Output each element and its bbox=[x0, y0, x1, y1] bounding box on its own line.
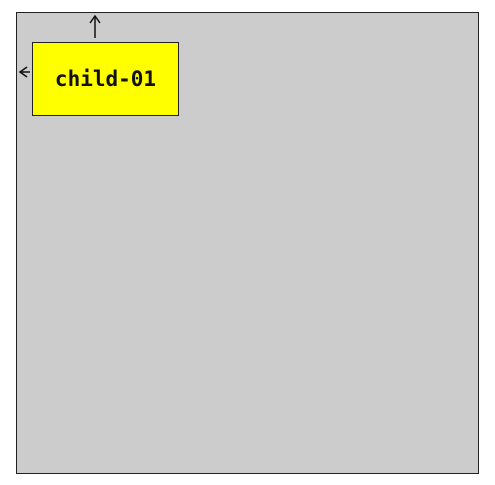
child-label: child-01 bbox=[54, 67, 157, 91]
child-box: child-01 bbox=[32, 42, 179, 116]
